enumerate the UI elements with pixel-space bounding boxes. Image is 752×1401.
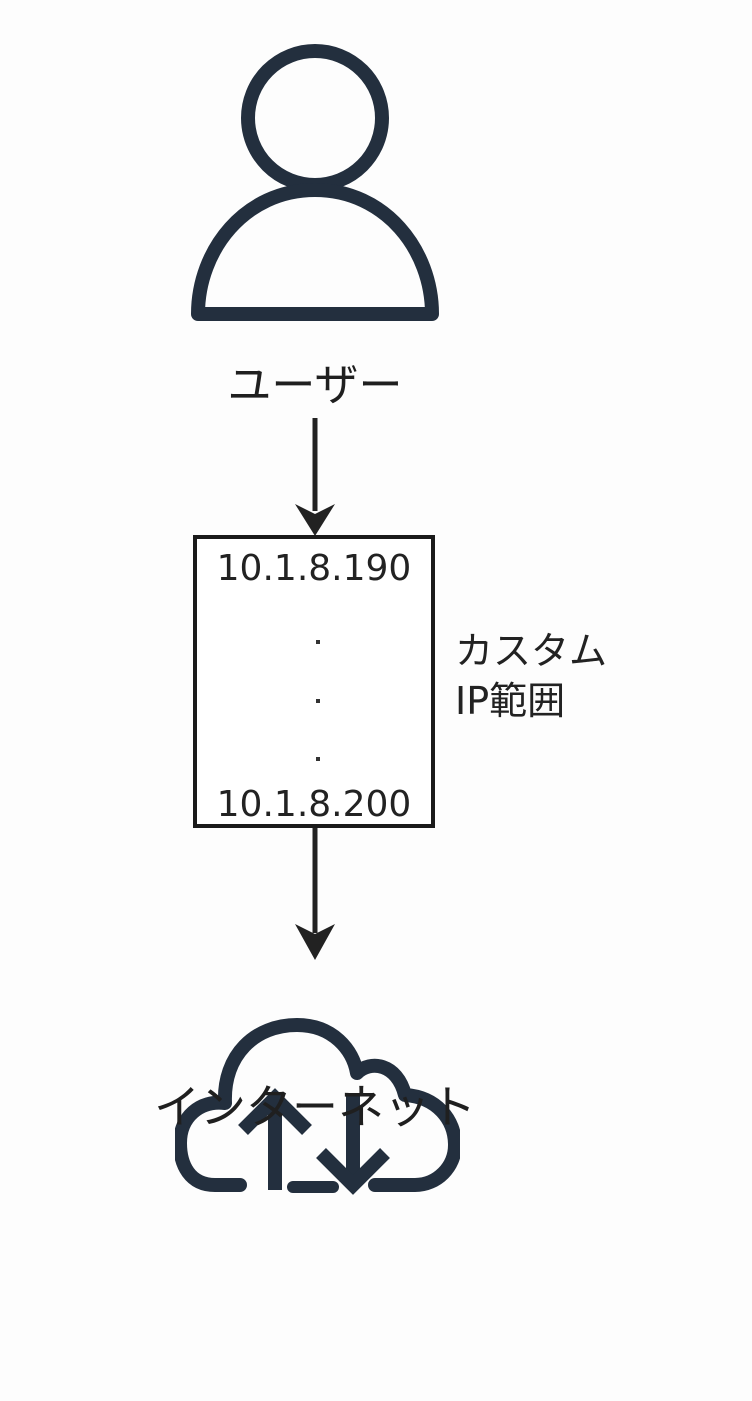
user-label: ユーザー (227, 360, 403, 411)
arrow-user-to-ip-range (295, 418, 335, 536)
ip-range-end: 10.1.8.200 (216, 784, 412, 825)
ellipsis-dot (316, 757, 320, 761)
ellipsis-dot (316, 699, 320, 703)
ip-range-box: 10.1.8.190 10.1.8.200 (193, 535, 435, 828)
internet-label: インターネット (154, 1080, 476, 1134)
custom-ip-range-label-line1: カスタム (455, 629, 608, 673)
arrow-ip-range-to-internet (295, 828, 335, 960)
custom-ip-range-label-line2: IP範囲 (455, 679, 566, 723)
ip-range-start: 10.1.8.190 (216, 548, 412, 589)
custom-ip-range-label: カスタム IP範囲 (455, 626, 655, 726)
user-icon (191, 44, 439, 321)
cloud-upload-download-icon (175, 1018, 460, 1195)
ellipsis-dot (316, 640, 320, 644)
